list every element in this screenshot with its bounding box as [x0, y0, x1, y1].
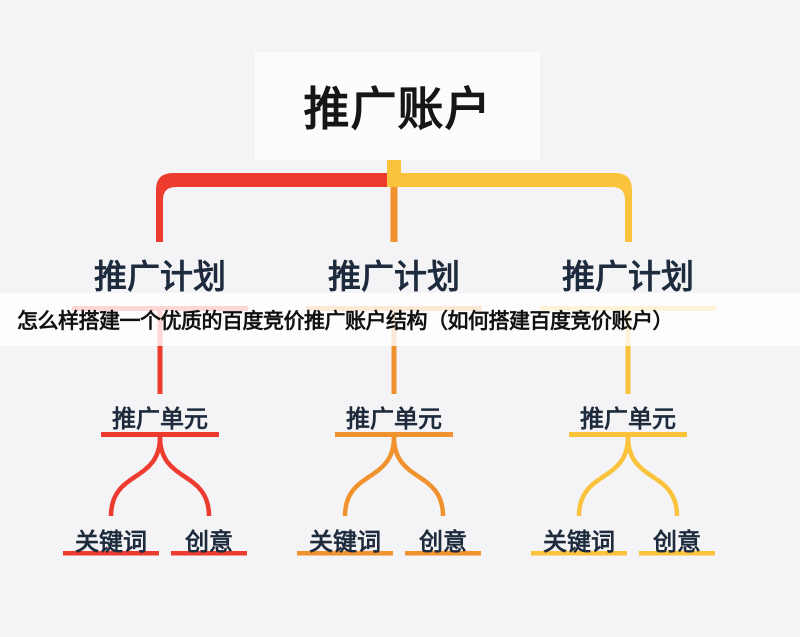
article-title-band: 怎么样搭建一个优质的百度竞价推广账户结构（如何搭建百度竞价账户） — [0, 293, 800, 346]
keyword-underline — [63, 551, 159, 556]
center-drop-line — [390, 187, 398, 242]
unit-to-keyword-curve — [342, 436, 397, 517]
root-stem — [387, 156, 401, 187]
keyword-underline — [531, 551, 627, 556]
plan-node-right: 推广计划 — [562, 258, 694, 295]
top-bar-left-segment — [156, 173, 394, 242]
plan-node-middle: 推广计划 — [328, 258, 460, 295]
unit-to-creative-curve — [625, 436, 680, 517]
unit-underline — [569, 432, 687, 437]
creative-underline — [171, 551, 247, 556]
top-bar-right-segment — [394, 173, 632, 242]
creative-underline — [405, 551, 481, 556]
keyword-node-middle: 关键词 — [309, 529, 381, 556]
unit-node-left: 推广单元 — [112, 406, 208, 433]
plan-to-unit-line — [391, 311, 397, 394]
creative-underline — [639, 551, 715, 556]
unit-underline — [101, 432, 219, 437]
keyword-underline — [297, 551, 393, 556]
keyword-node-right: 关键词 — [543, 529, 615, 556]
plan-to-unit-line — [625, 311, 631, 394]
unit-to-creative-curve — [391, 436, 446, 517]
plan-node-left: 推广计划 — [94, 258, 226, 295]
root-node-label: 推广账户 — [303, 83, 492, 135]
unit-to-keyword-curve — [576, 436, 631, 517]
root-node-box: 推广账户 — [255, 52, 540, 160]
unit-underline — [335, 432, 453, 437]
unit-to-keyword-curve — [108, 436, 163, 517]
creative-node-middle: 创意 — [419, 529, 467, 556]
keyword-node-left: 关键词 — [75, 529, 147, 556]
creative-node-right: 创意 — [653, 529, 701, 556]
article-title-text: 怎么样搭建一个优质的百度竞价推广账户结构（如何搭建百度竞价账户） — [17, 309, 674, 333]
creative-node-left: 创意 — [185, 529, 233, 556]
plan-to-unit-line — [157, 311, 163, 394]
unit-node-middle: 推广单元 — [346, 406, 442, 433]
unit-to-creative-curve — [157, 436, 212, 517]
unit-node-right: 推广单元 — [580, 406, 676, 433]
